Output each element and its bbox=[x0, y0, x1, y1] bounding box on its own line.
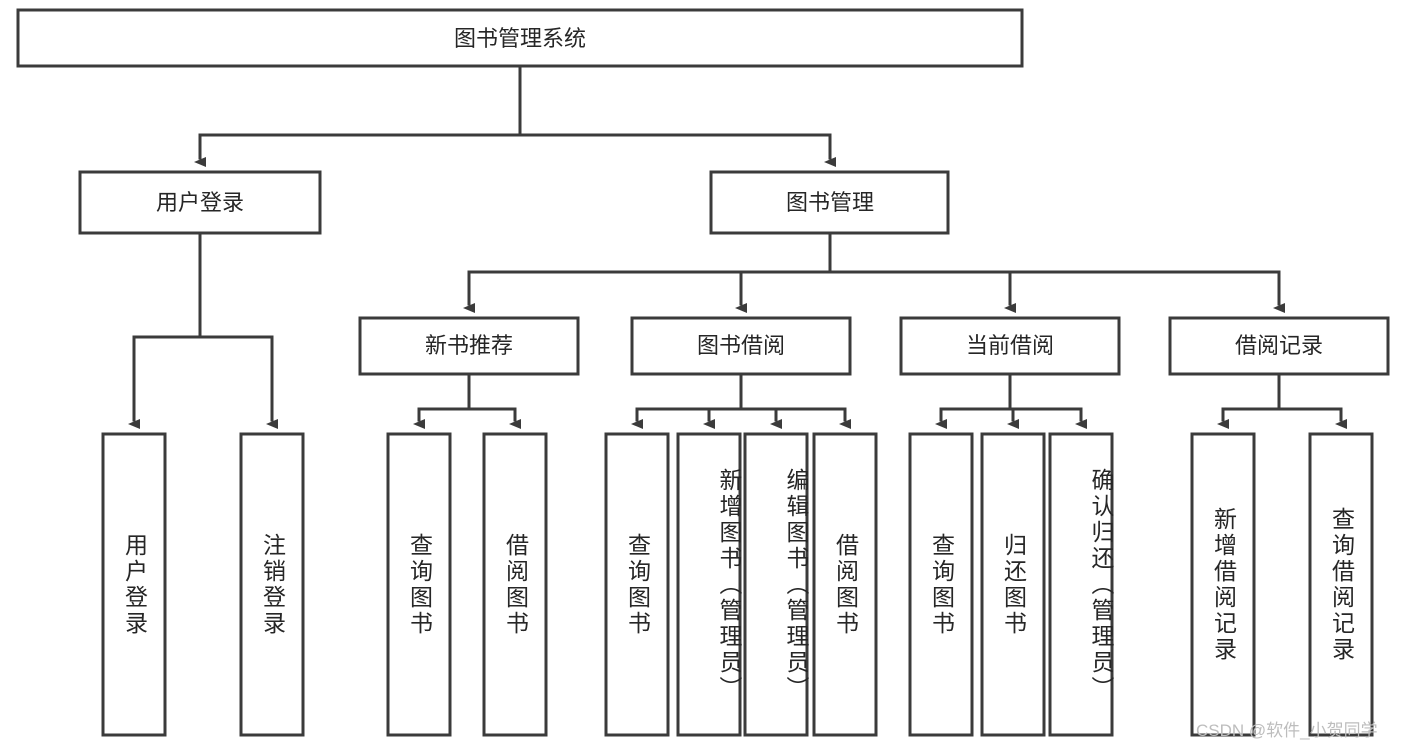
node-root[interactable]: 图书管理系统 bbox=[16, 8, 1024, 68]
node-current-borrow[interactable]: 当前借阅 bbox=[899, 316, 1121, 376]
node-user-login[interactable]: 用户登录 bbox=[78, 170, 322, 235]
node-leaf-edit-book[interactable] bbox=[743, 432, 809, 737]
node-book-manage-label: 图书管理 bbox=[786, 190, 874, 215]
node-leaf-return-book[interactable] bbox=[980, 432, 1046, 737]
connector-currentborrow-to-leaves bbox=[935, 372, 1087, 429]
connector-bookborrow-to-leaves bbox=[631, 372, 851, 429]
node-leaf-add-record[interactable] bbox=[1190, 432, 1256, 737]
node-leaf-add-book[interactable] bbox=[676, 432, 742, 737]
node-leaf-borrow-book-2[interactable] bbox=[812, 432, 878, 737]
connector-newbook-to-leaves bbox=[413, 372, 521, 429]
csdn-watermark: CSDN @软件_小贺同学 bbox=[1196, 721, 1378, 740]
node-new-book-rec[interactable]: 新书推荐 bbox=[358, 316, 580, 376]
node-leaf-query-book-2[interactable] bbox=[604, 432, 670, 737]
node-root-label: 图书管理系统 bbox=[454, 26, 586, 51]
node-book-manage[interactable]: 图书管理 bbox=[709, 170, 950, 235]
node-current-borrow-label: 当前借阅 bbox=[966, 333, 1054, 358]
node-leaf-logout[interactable] bbox=[239, 432, 305, 737]
leaf-node-rects bbox=[101, 432, 1374, 737]
node-book-borrow-label: 图书借阅 bbox=[697, 333, 785, 358]
node-borrow-record[interactable]: 借阅记录 bbox=[1168, 316, 1390, 376]
node-leaf-user-login[interactable] bbox=[101, 432, 167, 737]
connector-bookmanage-to-level3 bbox=[463, 231, 1285, 313]
node-leaf-query-book-1[interactable] bbox=[386, 432, 452, 737]
connector-root-to-level2 bbox=[194, 64, 836, 167]
node-leaf-query-book-3[interactable] bbox=[908, 432, 974, 737]
connector-userlogin-to-leaves bbox=[128, 231, 278, 429]
node-user-login-label: 用户登录 bbox=[156, 190, 244, 215]
node-new-book-rec-label: 新书推荐 bbox=[425, 333, 513, 358]
node-leaf-confirm-return[interactable] bbox=[1048, 432, 1114, 737]
node-leaf-borrow-book-1[interactable] bbox=[482, 432, 548, 737]
node-leaf-query-record[interactable] bbox=[1308, 432, 1374, 737]
node-borrow-record-label: 借阅记录 bbox=[1235, 333, 1323, 358]
connector-borrowrecord-to-leaves bbox=[1217, 372, 1347, 429]
node-book-borrow[interactable]: 图书借阅 bbox=[630, 316, 852, 376]
